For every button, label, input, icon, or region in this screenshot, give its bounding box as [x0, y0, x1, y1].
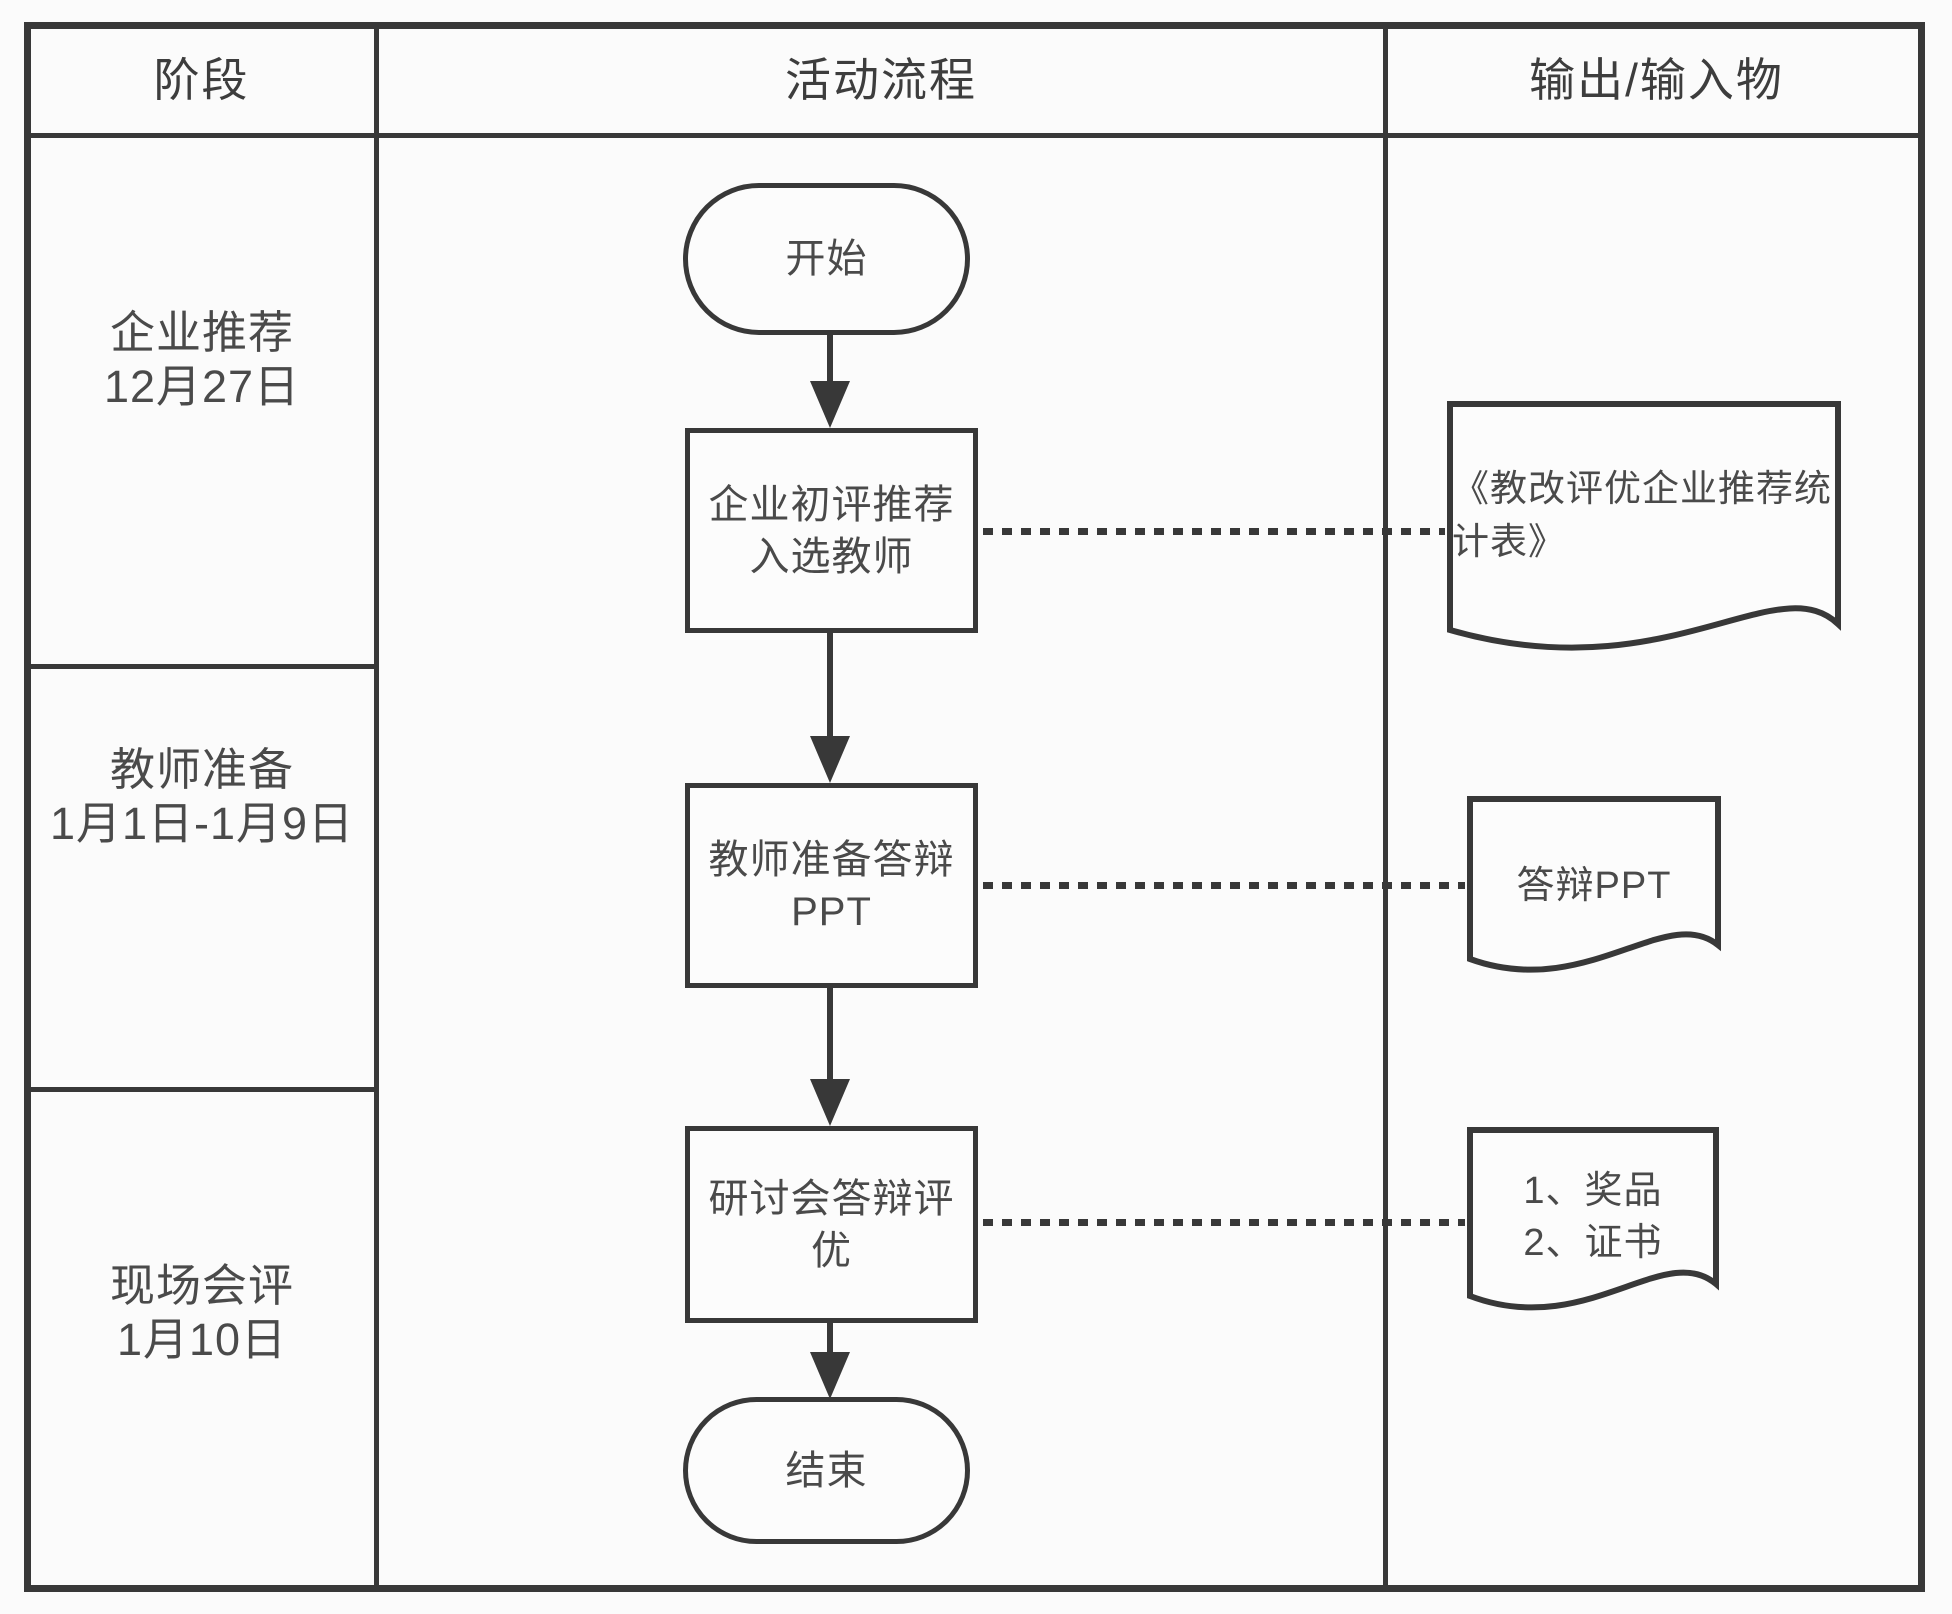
document-label-statistics-table: 《教改评优企业推荐统 计表》 [1452, 462, 1838, 568]
step-line: PPT [791, 889, 872, 934]
stage-date: 12月27日 [103, 361, 301, 412]
document-line: 《教改评优企业推荐统 [1452, 468, 1832, 509]
arrow-head-icon [810, 1079, 850, 1126]
arrow-connector [827, 333, 833, 385]
column-header-stage: 阶段 [153, 54, 250, 106]
document-shape-prizes-certificates [1467, 1127, 1719, 1311]
step-line: 入选教师 [749, 534, 914, 579]
document-line: 1、奖品 [1523, 1170, 1663, 1212]
dotted-connector [983, 882, 1465, 889]
dotted-connector [983, 528, 1445, 535]
stage-label: 教师准备 [109, 744, 294, 795]
arrow-connector [827, 631, 833, 739]
arrow-head-icon [810, 1352, 850, 1399]
column-divider-1 [374, 22, 379, 1592]
column-header-activity-flow: 活动流程 [785, 54, 977, 106]
dotted-connector [983, 1219, 1465, 1226]
table-outer-border [24, 22, 1925, 1592]
document-shape-defense-ppt [1467, 796, 1721, 973]
document-line: 2、证书 [1523, 1222, 1663, 1264]
stage-onsite-review: 现场会评 1月10日 [27, 1259, 377, 1367]
process-step-seminar-defense: 研讨会答辩评 优 [685, 1126, 978, 1323]
stage-label: 企业推荐 [109, 307, 294, 358]
process-step-initial-review: 企业初评推荐 入选教师 [685, 428, 978, 633]
document-line: 计表》 [1452, 521, 1566, 562]
document-label-defense-ppt: 答辩PPT [1466, 861, 1722, 911]
column-divider-2 [1383, 22, 1388, 1592]
stage-date: 1月1日-1月9日 [49, 798, 355, 849]
stage-teacher-preparation: 教师准备 1月1日-1月9日 [27, 743, 377, 851]
header-divider [24, 133, 1925, 138]
document-shape-statistics-table [1447, 401, 1841, 651]
step-line: 企业初评推荐 [708, 482, 955, 527]
step-line: 教师准备答辩 [708, 837, 955, 882]
start-node-label: 开始 [785, 237, 868, 281]
end-node-label: 结束 [785, 1448, 868, 1493]
arrow-head-icon [810, 381, 850, 428]
process-step-prepare-ppt: 教师准备答辩 PPT [685, 783, 978, 988]
arrow-connector [827, 1321, 833, 1356]
start-node: 开始 [683, 183, 970, 335]
step-line: 优 [811, 1228, 852, 1273]
document-label-prizes-certificates: 1、奖品 2、证书 [1466, 1165, 1720, 1269]
step-line: 研讨会答辩评 [708, 1176, 955, 1221]
stage-date: 1月10日 [116, 1314, 288, 1365]
document-line: 答辩PPT [1516, 865, 1672, 907]
arrow-connector [827, 986, 833, 1082]
end-node: 结束 [683, 1397, 970, 1544]
stage-enterprise-recommendation: 企业推荐 12月27日 [27, 306, 377, 414]
stage-row-divider-2 [24, 1087, 379, 1092]
stage-label: 现场会评 [109, 1260, 294, 1311]
arrow-head-icon [810, 736, 850, 783]
stage-row-divider-1 [24, 664, 379, 669]
column-header-outputs-inputs: 输出/输入物 [1529, 54, 1784, 106]
